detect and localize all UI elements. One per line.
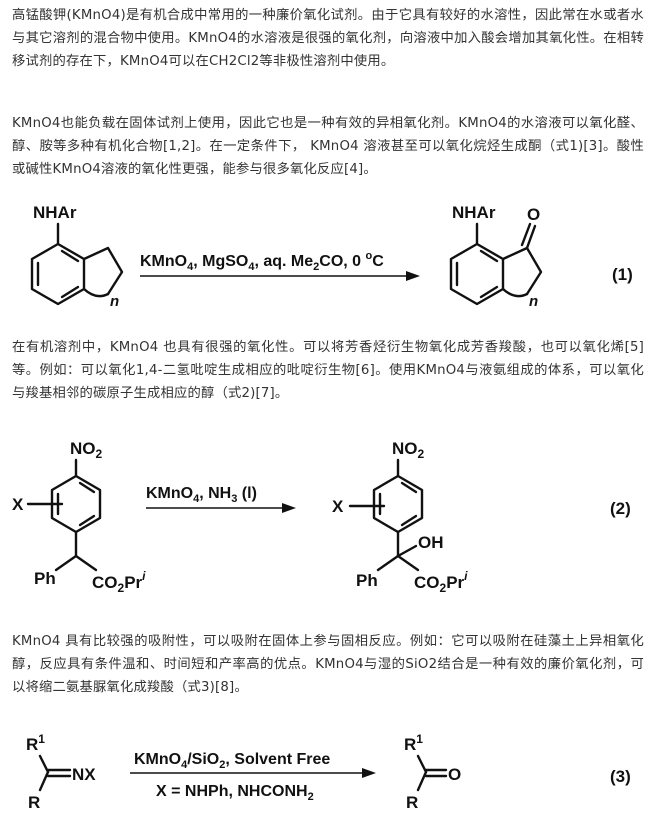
paragraph-intro: 高锰酸钾(KMnO4)是有机合成中常用的一种廉价氧化试剂。由于它具有较好的水溶性… [12,8,644,69]
ester-group: CO2Pri [414,569,468,595]
hydroxyl-group: OH [418,533,444,552]
aliphatic-ring [82,246,124,296]
ring-size-n: n [529,293,538,310]
r-group: R [406,793,418,812]
nharyl-label: NHAr [452,203,496,222]
reaction-scheme-2: NO2 X Ph CO2Pri KMnO4, NH3 (l) [0,424,654,624]
nx-group: NX [72,765,96,784]
substituent-x: X [12,495,24,514]
conditions-1: KMnO4, MgSO4, aq. Me2CO, 0 oC [140,250,384,273]
product-2: NO2 X OH Ph CO2Pri [332,439,468,595]
starting-material-2: NO2 X Ph CO2Pri [12,439,146,595]
equation-number-3: (3) [610,767,631,786]
phenyl-label: Ph [34,569,56,588]
equation-number-2: (2) [610,499,631,518]
conditions-3-bottom: X = NHPh, NHCONH2 [156,783,314,803]
r-group: R [28,793,40,812]
r1-group: R1 [26,732,45,754]
scheme-2-drawing: NO2 X Ph CO2Pri KMnO4, NH3 (l) [12,439,631,595]
nitro-group: NO2 [70,439,103,461]
r1-group: R1 [404,732,423,754]
ring-bond [82,287,110,298]
double-bond [60,285,80,299]
conditions-3-top: KMnO4/SiO2, Solvent Free [134,751,330,771]
scheme-1-drawing: NHAr n KMnO4, MgSO4, aq. Me2CO, 0 oC NHA… [30,203,633,310]
benzene-ring [30,242,86,306]
phenyl-label: Ph [356,571,378,590]
reaction-arrow-1: KMnO4, MgSO4, aq. Me2CO, 0 oC [140,250,420,281]
starting-material-3: R1 R NX [26,732,96,812]
product-3: R1 R O [404,732,461,812]
product-1: NHAr O n [449,203,543,310]
paragraph-supported-reagent: KMnO4也能负载在固体试剂上使用，因此它也是一种有效的异相氧化剂。KMnO4的… [12,116,644,177]
reaction-scheme-3: R1 R NX KMnO4/SiO2, Solvent Free X = NHP… [0,726,654,834]
nitro-group: NO2 [392,439,425,461]
paragraph-organic-solvent: 在有机溶剂中，KMnO4 也具有很强的氧化性。可以将芳香烃衍生物氧化成芳香羧酸，… [12,340,644,401]
equation-number-1: (1) [612,265,633,284]
reaction-arrow-2: KMnO4, NH3 (l) [146,485,296,513]
conditions-2: KMnO4, NH3 (l) [146,485,257,505]
reaction-arrow-3: KMnO4/SiO2, Solvent Free X = NHPh, NHCON… [130,751,376,803]
double-bond [60,249,80,263]
reaction-scheme-1: NHAr n KMnO4, MgSO4, aq. Me2CO, 0 oC NHA… [0,196,654,328]
substituent-x: X [332,497,344,516]
starting-material-1: NHAr n [30,203,124,310]
ester-group: CO2Pri [92,569,146,595]
carbonyl-oxygen: O [448,765,461,784]
ring-size-n: n [110,293,119,310]
ketone-oxygen: O [527,205,540,224]
paragraph-adsorption: KMnO4 具有比较强的吸附性，可以吸附在固体上参与固相反应。例如：它可以吸附在… [12,634,644,695]
scheme-3-drawing: R1 R NX KMnO4/SiO2, Solvent Free X = NHP… [26,732,631,812]
nharyl-label: NHAr [33,203,77,222]
